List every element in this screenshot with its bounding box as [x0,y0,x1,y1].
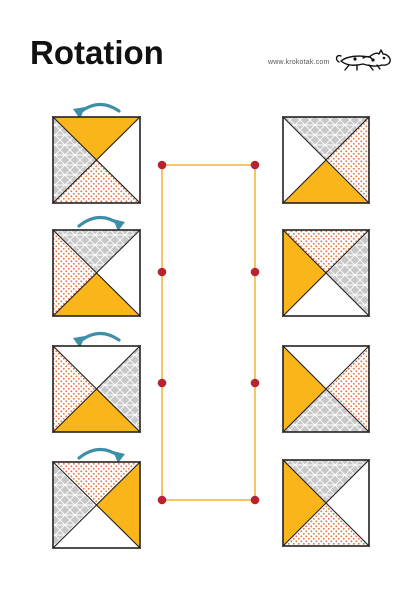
connect-dot-left-2[interactable] [157,267,167,277]
tile-right-4 [281,458,371,548]
rotate-left-arrow-icon [73,331,121,348]
tile-frame [52,116,141,204]
connect-dot-left-3[interactable] [157,378,167,388]
connect-dot-right-1[interactable] [250,160,260,170]
tile-frame [52,229,141,317]
brand-url: www.krokotak.com [268,59,330,66]
tile-right-2 [281,228,371,318]
page-title: Rotation [30,34,164,71]
connect-dot-right-3[interactable] [250,378,260,388]
connect-dot-right-4[interactable] [250,495,260,505]
rotate-right-arrow-icon [77,215,125,231]
tile-left-4 [51,460,142,550]
connect-dot-right-2[interactable] [250,267,260,277]
tile-frame [52,345,141,433]
rotate-left-arrow-icon [73,102,121,119]
tile-frame [282,345,370,433]
tile-right-3 [281,344,371,434]
connect-dot-left-1[interactable] [157,160,167,170]
tile-left-3 [51,344,142,434]
tile-frame [282,116,370,204]
tile-frame [52,461,141,549]
connect-dot-left-4[interactable] [157,495,167,505]
tile-left-2 [51,228,142,318]
tile-right-1 [281,115,371,205]
tile-frame [282,459,370,547]
matching-frame [161,164,256,501]
rotate-right-arrow-icon [77,447,125,463]
tile-left-1 [51,115,142,205]
cat-icon [335,49,391,71]
tile-frame [282,229,370,317]
